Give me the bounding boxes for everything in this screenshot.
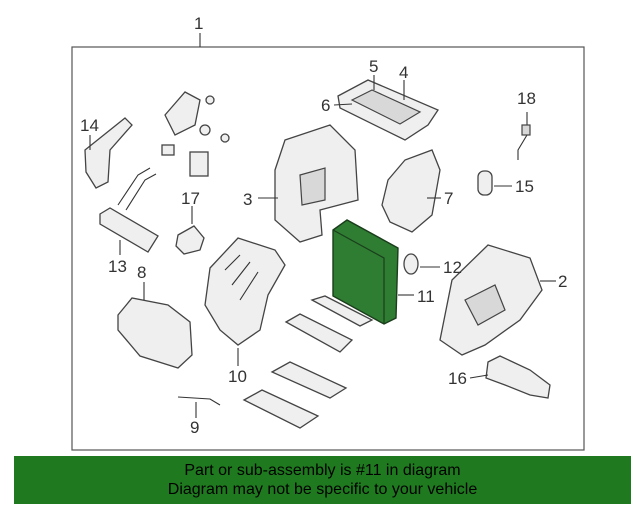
callout-10: 10 <box>228 367 247 386</box>
callout-11: 11 <box>417 287 435 306</box>
filter-panel-d[interactable] <box>310 295 374 327</box>
callout-6: 6 <box>321 96 330 115</box>
callout-15: 15 <box>515 177 534 196</box>
callout-14: 14 <box>80 116 99 135</box>
callout-12: 12 <box>443 258 462 277</box>
part-17-actuator[interactable] <box>175 225 205 255</box>
part-14-bracket[interactable] <box>84 117 133 189</box>
callout-13: 13 <box>108 257 127 276</box>
part-4-tray[interactable] <box>337 79 439 141</box>
callout-8: 8 <box>137 263 146 282</box>
part-8-housing[interactable] <box>117 297 193 369</box>
parts-diagram: 1 2 3 4 5 6 7 8 9 10 11 12 13 14 15 16 1… <box>71 14 585 451</box>
callout-17: 17 <box>181 189 200 208</box>
part-2-blower-housing[interactable] <box>439 244 543 356</box>
filter-panel-c[interactable] <box>270 361 348 399</box>
part-11-evaporator[interactable] <box>332 219 399 325</box>
banner-line-1: Part or sub-assembly is #11 in diagram <box>184 462 461 479</box>
part-12-seal[interactable] <box>403 253 419 275</box>
callout-18: 18 <box>517 89 536 108</box>
callout-5: 5 <box>369 57 378 76</box>
callout-2: 2 <box>558 272 567 291</box>
part-15-gasket[interactable] <box>477 170 493 196</box>
part-16-duct[interactable] <box>485 355 551 399</box>
part-10-duct[interactable] <box>204 237 286 346</box>
callout-4: 4 <box>399 63 408 82</box>
info-banner: Part or sub-assembly is #11 in diagram D… <box>14 456 631 504</box>
part-7-cover[interactable] <box>381 149 441 233</box>
callout-1: 1 <box>194 14 203 33</box>
part-13-heater-core[interactable] <box>99 167 159 253</box>
callout-16: 16 <box>448 369 467 388</box>
filter-panel-b[interactable] <box>242 389 320 429</box>
callout-3: 3 <box>243 190 252 209</box>
part-3-housing[interactable] <box>274 124 359 243</box>
filter-panel-a[interactable] <box>284 313 354 353</box>
banner-line-2: Diagram may not be specific to your vehi… <box>167 481 478 498</box>
part-9-hose[interactable] <box>177 396 221 406</box>
part-18-sensor[interactable] <box>517 112 528 160</box>
part-fan[interactable] <box>164 91 201 136</box>
callout-7: 7 <box>444 189 453 208</box>
callout-9: 9 <box>190 418 199 437</box>
